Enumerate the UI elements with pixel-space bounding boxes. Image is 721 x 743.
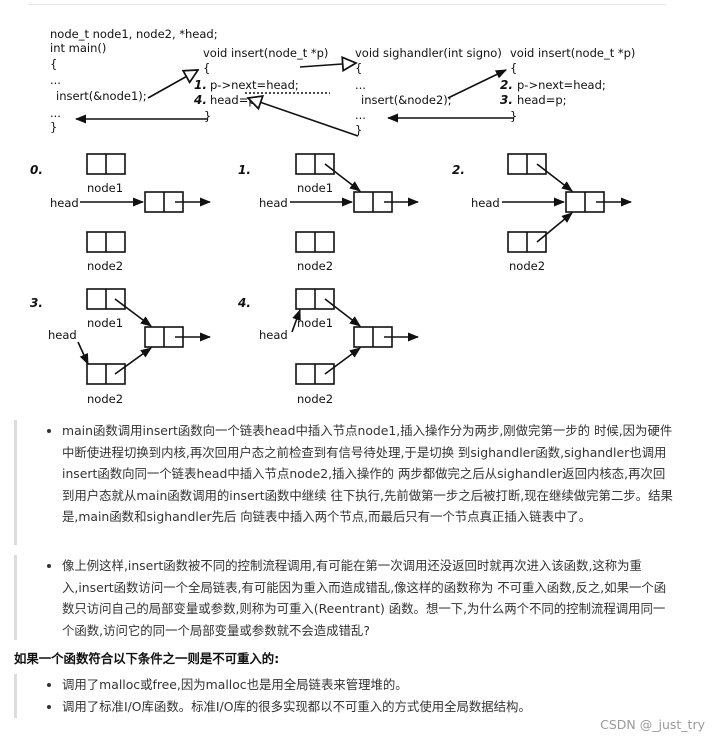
code-insert-a: void insert(node_t *p) { 1. p->next=head… [193, 46, 328, 123]
condition-item: 调用了malloc或free,因为malloc也是用全局链表来管理堆的。 [62, 674, 674, 696]
code-line: ... [50, 73, 61, 87]
code-line: node_t node1, node2, *head; [50, 27, 218, 41]
code-line: insert(&node1); [56, 89, 147, 103]
signal-arrow-open [299, 63, 356, 67]
watermark: CSDN @_just_try [600, 717, 705, 732]
flow-arrows [74, 63, 514, 137]
code-line: p->next=head; [210, 78, 299, 92]
step-label: 1. [238, 163, 251, 177]
code-line: } [50, 120, 57, 134]
step-label: 4. [237, 296, 251, 310]
head-label: head [50, 196, 79, 210]
bullet-list: 像上例这样,insert函数被不同的控制流程调用,有可能在第一次调用还没返回时就… [17, 555, 674, 641]
bullet-list: main函数调用insert函数向一个链表head中插入节点node1,插入操作… [17, 420, 674, 528]
node2-label: node2 [297, 259, 333, 273]
head-label: head [259, 196, 288, 210]
blockquote: main函数调用insert函数向一个链表head中插入节点node1,插入操作… [14, 420, 674, 545]
bullet-list: 调用了malloc或free,因为malloc也是用全局链表来管理堆的。 调用了… [17, 674, 674, 717]
node2-label: node2 [87, 259, 123, 273]
code-line: { [203, 61, 210, 75]
resume-arrow-open [248, 98, 359, 137]
node1-label: node1 [87, 316, 123, 330]
code-line: insert(&node2); [361, 93, 452, 107]
code-line: head=p; [517, 93, 567, 107]
blockquote: 调用了malloc或free,因为malloc也是用全局链表来管理堆的。 调用了… [14, 674, 674, 718]
code-sighandler: void sighandler(int signo) { ... insert(… [355, 46, 502, 137]
step-number: 1. [194, 78, 207, 92]
code-line: ... [50, 106, 61, 120]
call-arrow [447, 69, 508, 99]
condition-item: 调用了标准I/O库函数。标准I/O库的很多实现都以不可重入的方式使用全局数据结构… [62, 696, 674, 718]
code-insert-b: void insert(node_t *p) { 2. p->next=head… [500, 46, 635, 123]
paragraph: main函数调用insert函数向一个链表head中插入节点node1,插入操作… [62, 420, 674, 528]
code-line: p->next=head; [517, 78, 606, 92]
code-line: } [204, 109, 211, 123]
code-line: { [355, 61, 362, 75]
call-arrow-open [147, 70, 198, 99]
code-line: void sighandler(int signo) [355, 46, 502, 60]
step-label: 2. [452, 163, 465, 177]
code-line: void insert(node_t *p) [510, 46, 635, 60]
head-label: head [471, 196, 500, 210]
head-pointer-arrow [291, 308, 301, 333]
blockquote: 像上例这样,insert函数被不同的控制流程调用,有可能在第一次调用还没返回时就… [14, 555, 674, 640]
head-label: head [259, 328, 288, 342]
node2-label: node2 [509, 259, 545, 273]
head-pointer-arrow [77, 341, 89, 366]
code-line: ... [355, 108, 366, 122]
node1-label: node1 [297, 316, 333, 330]
node1-label: node1 [87, 181, 123, 195]
code-line: void insert(node_t *p) [203, 46, 328, 60]
paragraph: 像上例这样,insert函数被不同的控制流程调用,有可能在第一次调用还没返回时就… [62, 555, 674, 641]
code-line: { [510, 61, 517, 75]
list-states [77, 153, 633, 385]
step-label: 0. [30, 163, 43, 177]
conditions-heading: 如果一个函数符合以下条件之一则是不可重入的: [14, 651, 280, 666]
code-line: } [355, 123, 362, 137]
code-line: ... [355, 78, 366, 92]
code-line: int main() [50, 41, 106, 55]
node1-label: node1 [297, 181, 333, 195]
code-line: { [50, 57, 57, 71]
code-line: } [510, 109, 517, 123]
code-main: node_t node1, node2, *head; int main() {… [50, 27, 218, 134]
head-label: head [48, 328, 77, 342]
top-divider [28, 4, 666, 5]
step-number: 4. [193, 93, 207, 107]
step-label: 3. [30, 296, 43, 310]
step-number: 2. [500, 78, 513, 92]
node2-label: node2 [87, 392, 123, 406]
node2-label: node2 [297, 392, 333, 406]
reentrancy-diagram: node_t node1, node2, *head; int main() {… [30, 27, 635, 406]
step-number: 3. [500, 93, 513, 107]
